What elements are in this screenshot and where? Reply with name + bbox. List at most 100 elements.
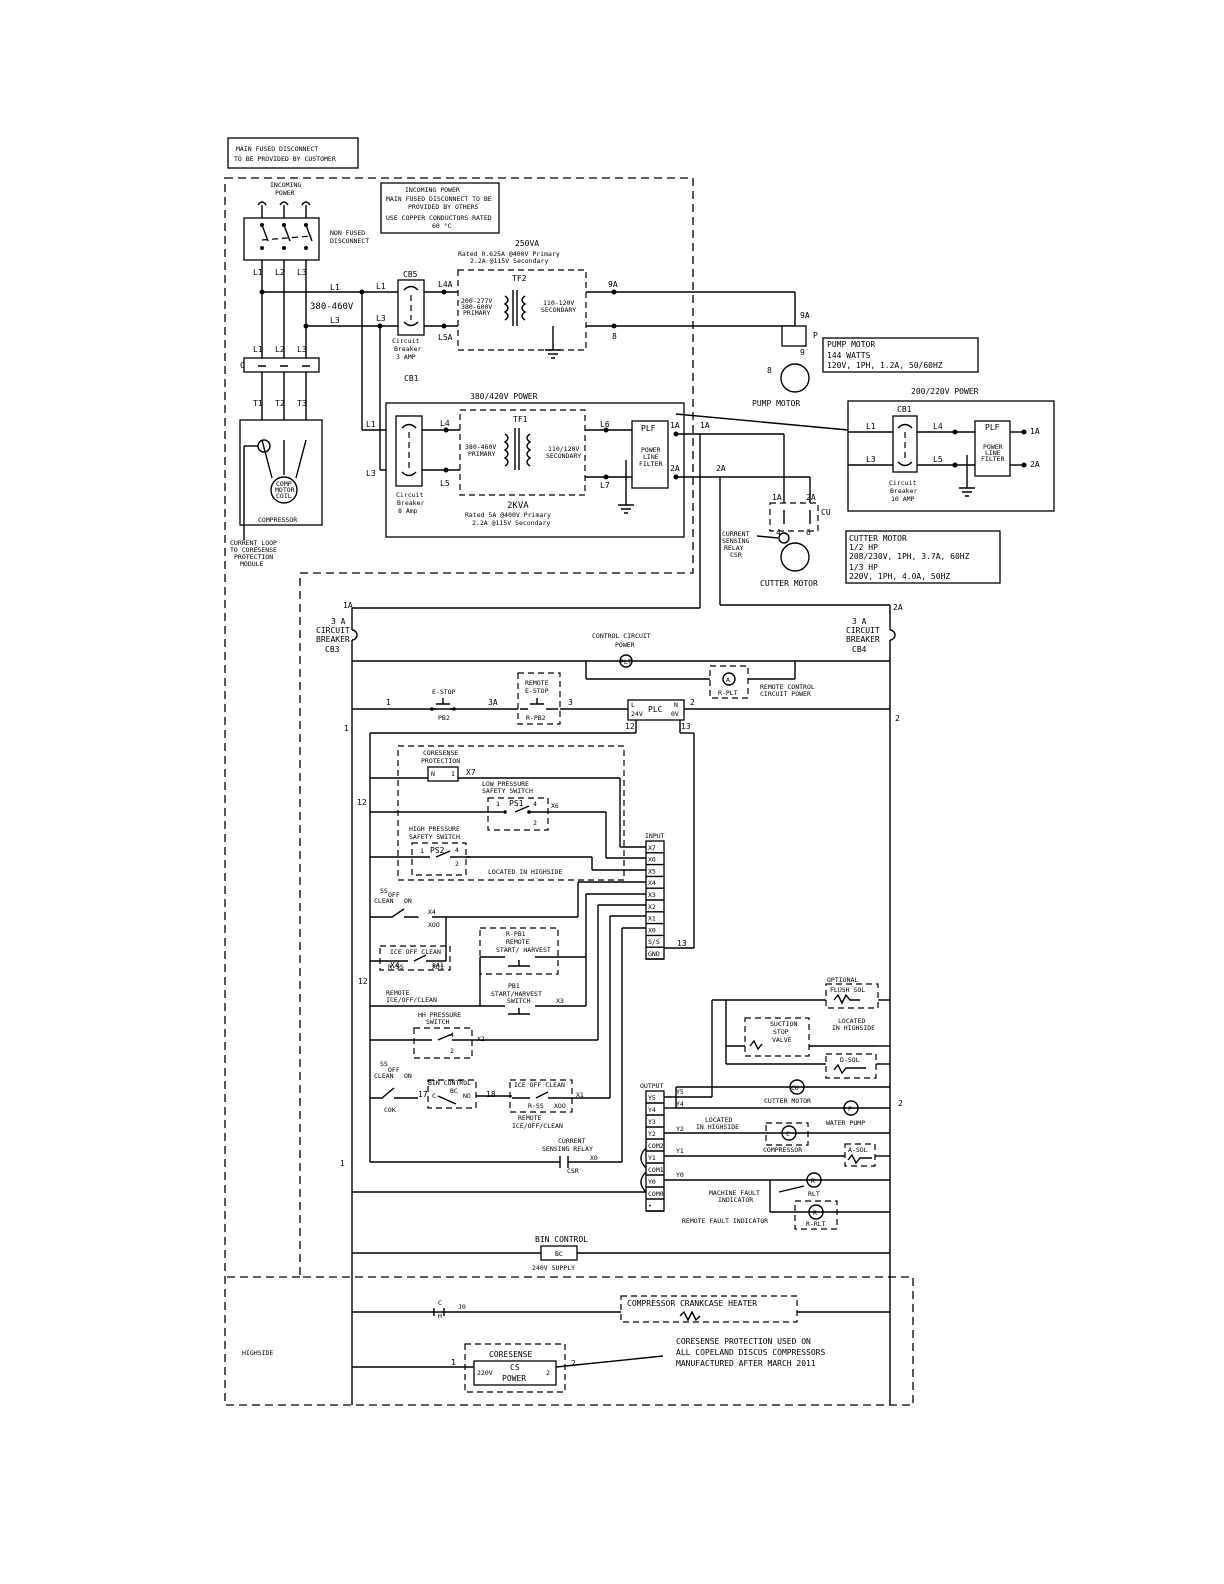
- svg-text:220V: 220V: [477, 1369, 493, 1377]
- svg-text:DISCONNECT: DISCONNECT: [330, 237, 369, 245]
- svg-text:CB4: CB4: [852, 645, 867, 654]
- svg-text:LOCATED IN HIGHSIDE: LOCATED IN HIGHSIDE: [488, 868, 562, 876]
- svg-text:110/120V: 110/120V: [548, 445, 579, 453]
- svg-text:CURRENT LOOP: CURRENT LOOP: [230, 539, 277, 547]
- svg-text:R: R: [813, 1209, 817, 1217]
- svg-text:R-PLT: R-PLT: [718, 689, 738, 697]
- svg-text:N: N: [431, 770, 435, 778]
- svg-text:L7: L7: [600, 481, 610, 490]
- svg-text:X1: X1: [576, 1091, 584, 1099]
- svg-text:A-SOL: A-SOL: [848, 1146, 868, 1154]
- svg-text:1: 1: [344, 724, 349, 733]
- svg-text:X2: X2: [477, 1035, 485, 1043]
- svg-text:TF2: TF2: [512, 274, 527, 283]
- svg-text:1A: 1A: [700, 421, 710, 430]
- svg-text:PLF: PLF: [641, 424, 656, 433]
- svg-text:380-460V: 380-460V: [465, 443, 496, 451]
- svg-text:T2: T2: [275, 399, 285, 408]
- svg-text:X3: X3: [556, 997, 564, 1005]
- svg-text:250VA: 250VA: [515, 239, 539, 248]
- svg-text:INDICATOR: INDICATOR: [718, 1196, 753, 1204]
- input-terminal-label: X3: [648, 891, 656, 899]
- svg-text:Circuit: Circuit: [396, 491, 423, 499]
- output-loads: Y5 OPTIONAL FLUSH SOL SUCTION STOP VALVE…: [664, 976, 890, 1230]
- svg-text:18: 18: [486, 1090, 496, 1099]
- svg-text:X4: X4: [390, 961, 400, 970]
- svg-text:13: 13: [681, 722, 691, 731]
- svg-text:1A: 1A: [670, 421, 680, 430]
- svg-text:PLC: PLC: [648, 705, 663, 714]
- output-terminal-label: •: [648, 1202, 652, 1210]
- svg-text:Rated 5A @400V Primary: Rated 5A @400V Primary: [465, 511, 551, 519]
- svg-text:FLUSH SOL: FLUSH SOL: [830, 986, 865, 994]
- svg-text:2: 2: [571, 1359, 576, 1368]
- selector-switches: SS CLEAN OFF ON X4 XOO ICE OFF CLEAN R-S…: [370, 881, 646, 1059]
- svg-text:IN HIGHSIDE: IN HIGHSIDE: [696, 1123, 739, 1131]
- svg-text:CIRCUIT POWER: CIRCUIT POWER: [760, 690, 811, 698]
- svg-text:SWITCH: SWITCH: [426, 1018, 450, 1026]
- svg-text:3 AMP: 3 AMP: [396, 353, 416, 361]
- svg-text:BREAKER: BREAKER: [316, 635, 350, 644]
- svg-text:RELAY: RELAY: [724, 544, 744, 552]
- svg-text:OFF: OFF: [388, 891, 400, 899]
- svg-text:CU: CU: [821, 508, 831, 517]
- svg-text:9: 9: [800, 348, 805, 357]
- svg-text:SAFETY SWITCH: SAFETY SWITCH: [482, 787, 533, 795]
- svg-text:BIN CONTROL: BIN CONTROL: [428, 1079, 471, 1087]
- svg-text:MODULE: MODULE: [240, 560, 264, 568]
- svg-text:REMOTE FAULT INDICATOR: REMOTE FAULT INDICATOR: [682, 1217, 768, 1225]
- svg-text:17: 17: [418, 1090, 428, 1099]
- svg-text:CLEAN: CLEAN: [374, 897, 394, 905]
- svg-text:2: 2: [533, 819, 537, 827]
- control-circuit-power: CONTROL CIRCUIT POWER PLT A R-PLT REMOTE…: [352, 632, 890, 699]
- svg-text:X4: X4: [428, 908, 436, 916]
- svg-text:CURRENT: CURRENT: [722, 530, 749, 538]
- svg-text:HIGHSIDE: HIGHSIDE: [242, 1349, 273, 1357]
- svg-text:LOCATED: LOCATED: [705, 1116, 732, 1124]
- svg-text:SS: SS: [380, 887, 388, 895]
- svg-text:L3: L3: [297, 268, 307, 277]
- svg-text:10 AMP: 10 AMP: [891, 495, 915, 503]
- svg-text:Y5: Y5: [676, 1088, 684, 1096]
- svg-text:P: P: [813, 331, 818, 340]
- incoming-power-note: INCOMING POWER MAIN FUSED DISCONNECT TO …: [380, 182, 500, 234]
- svg-text:SUCTION: SUCTION: [770, 1020, 797, 1028]
- svg-text:OPTIONAL: OPTIONAL: [827, 976, 858, 984]
- svg-text:1: 1: [420, 847, 424, 855]
- svg-text:208/230V, 1PH, 3.7A, 60HZ: 208/230V, 1PH, 3.7A, 60HZ: [849, 552, 970, 561]
- svg-text:IN HIGHSIDE: IN HIGHSIDE: [832, 1024, 875, 1032]
- svg-text:Breaker: Breaker: [890, 487, 917, 495]
- svg-text:LINE: LINE: [985, 449, 1001, 457]
- svg-text:INCOMING: INCOMING: [270, 181, 301, 189]
- svg-text:ALL COPELAND DISCUS COMPRESSOR: ALL COPELAND DISCUS COMPRESSORS: [676, 1348, 825, 1357]
- svg-text:MAIN FUSED DISCONNECT: MAIN FUSED DISCONNECT: [236, 145, 318, 153]
- svg-text:L5: L5: [933, 455, 943, 464]
- svg-text:CORESENSE: CORESENSE: [489, 1350, 533, 1359]
- svg-text:L3: L3: [376, 314, 386, 323]
- tf2-transformer: 250VA Rated 0.625A @400V Primary 2.2A @1…: [424, 239, 795, 359]
- svg-text:ICE/OFF/CLEAN: ICE/OFF/CLEAN: [386, 996, 437, 1004]
- svg-text:200/220V POWER: 200/220V POWER: [911, 387, 979, 396]
- svg-text:PUMP MOTOR: PUMP MOTOR: [752, 399, 800, 408]
- svg-text:CLEAN: CLEAN: [374, 1072, 394, 1080]
- svg-text:C: C: [240, 361, 245, 370]
- svg-text:2KVA: 2KVA: [507, 501, 529, 511]
- svg-text:L3: L3: [330, 316, 340, 325]
- svg-text:PLF: PLF: [985, 423, 1000, 432]
- output-terminal-label: Y4: [648, 1106, 656, 1114]
- svg-text:Circuit: Circuit: [889, 479, 916, 487]
- power-380-420-block: 380/420V POWER L1 L3 Circuit Breaker 8 A…: [366, 392, 685, 538]
- input-terminal-label: X6: [648, 856, 656, 864]
- svg-text:NO: NO: [463, 1092, 471, 1100]
- svg-text:FILTER: FILTER: [981, 455, 1005, 463]
- svg-text:L3: L3: [866, 455, 876, 464]
- svg-text:X6: X6: [551, 802, 559, 810]
- svg-text:PRIMARY: PRIMARY: [463, 309, 490, 317]
- bin-control-row: SS CLEAN OFF ON COK 17 BIN CONTROL BC C …: [370, 915, 646, 1130]
- svg-text:Y2: Y2: [676, 1125, 684, 1133]
- svg-text:MAIN FUSED DISCONNECT TO BE: MAIN FUSED DISCONNECT TO BE: [386, 195, 492, 203]
- svg-text:240V SUPPLY: 240V SUPPLY: [532, 1264, 575, 1272]
- svg-text:C: C: [432, 1092, 436, 1100]
- svg-text:FILTER: FILTER: [639, 460, 663, 468]
